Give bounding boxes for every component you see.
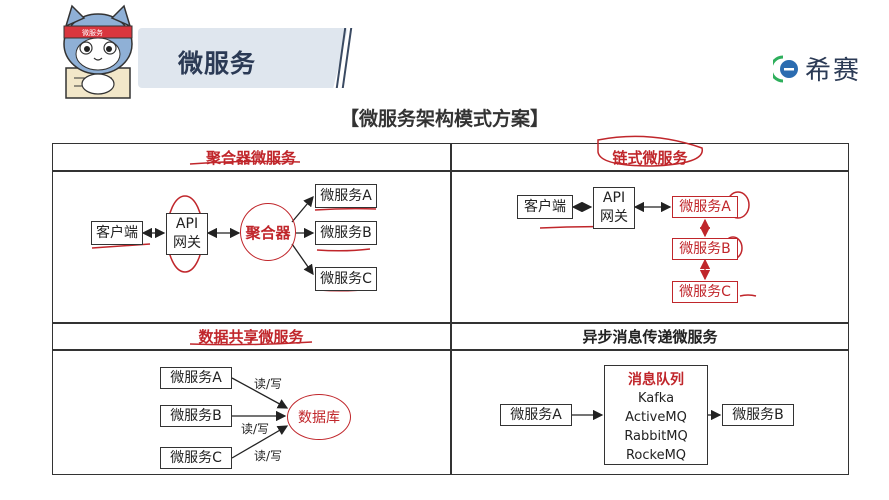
async-target-service: 微服务B — [722, 404, 794, 426]
rw-label-c: 读/写 — [254, 449, 283, 463]
chain-service-c: 微服务C — [672, 281, 738, 303]
async-source-service: 微服务A — [500, 404, 572, 426]
api-gateway-box: API 网关 — [166, 213, 208, 255]
chain-gateway-line1: API — [602, 190, 626, 207]
aggregator-service-c: 微服务C — [315, 267, 377, 291]
api-gateway-line2: 网关 — [173, 235, 201, 251]
queue-item: ActiveMQ — [625, 410, 687, 425]
shared-service-a: 微服务A — [160, 367, 232, 389]
chain-title: 链式微服务 — [612, 149, 688, 167]
shared-data-title: 数据共享微服务 — [198, 328, 304, 346]
rw-label-b: 读/写 — [241, 422, 270, 436]
brand-logo: 希赛 — [772, 50, 861, 87]
rw-label-a: 读/写 — [254, 377, 283, 391]
client-box: 客户端 — [91, 221, 143, 245]
message-queue-box: 消息队列 Kafka ActiveMQ RabbitMQ RockeMQ — [604, 365, 708, 465]
table-divider-header-2 — [52, 349, 849, 351]
shared-service-c: 微服务C — [160, 447, 232, 469]
logo-text: 希赛 — [804, 56, 861, 86]
async-msg-title: 异步消息传递微服务 — [582, 328, 718, 346]
chain-api-gateway-box: API 网关 — [593, 187, 635, 229]
chain-service-a: 微服务A — [672, 196, 738, 218]
chain-gateway-line2: 网关 — [600, 209, 628, 225]
table-divider-middle — [52, 322, 849, 324]
queue-title: 消息队列 — [628, 372, 684, 388]
api-gateway-line1: API — [175, 216, 199, 233]
shared-service-b: 微服务B — [160, 405, 232, 427]
page-title: 微服务 — [178, 49, 257, 78]
aggregator-node: 聚合器 — [240, 203, 296, 261]
database-node: 数据库 — [287, 394, 351, 440]
aggregator-service-a: 微服务A — [315, 184, 377, 208]
logo-mark-icon — [772, 55, 798, 82]
cat-mascot-icon — [63, 4, 133, 99]
title-banner — [138, 28, 348, 88]
table-divider-header-1 — [52, 170, 849, 172]
chain-client-box: 客户端 — [517, 195, 573, 219]
aggregator-service-b: 微服务B — [315, 221, 377, 245]
chain-service-b: 微服务B — [672, 238, 738, 260]
queue-item: Kafka — [637, 391, 675, 406]
main-heading: 【微服务架构模式方案】 — [339, 108, 549, 130]
mascot-badge: 微服务 — [82, 29, 103, 37]
table-divider-vertical — [450, 143, 452, 475]
queue-item: RockeMQ — [625, 448, 687, 463]
queue-item: RabbitMQ — [624, 429, 688, 444]
